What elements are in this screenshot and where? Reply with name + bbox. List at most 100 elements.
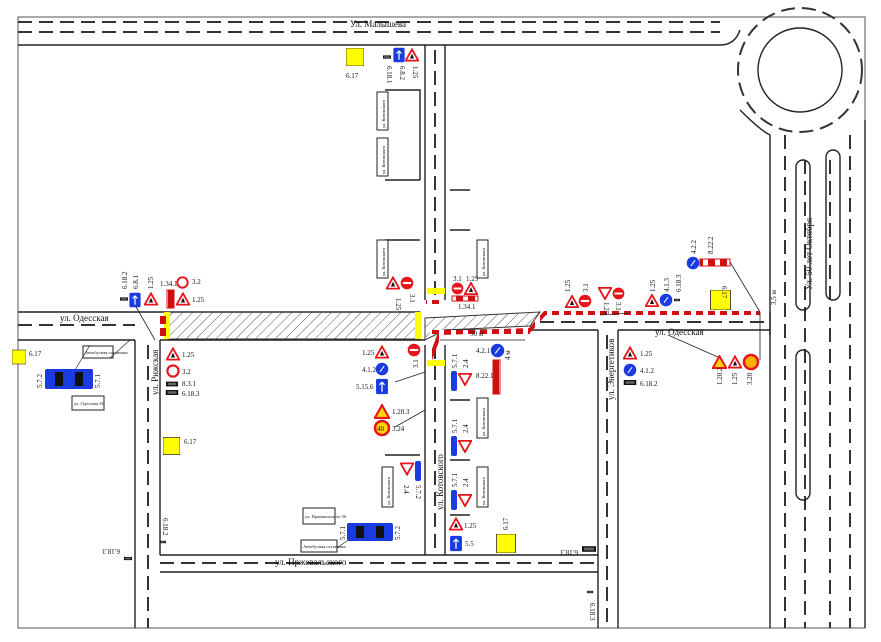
plate-6-18-3 (587, 590, 593, 594)
plate-6-18-2 (160, 540, 166, 544)
sign-5-15-6 (375, 378, 389, 395)
sign-3-2 (176, 276, 189, 289)
yield-sign-2-4 (400, 462, 414, 476)
sign-4-1-2 (623, 363, 637, 377)
street-label-rizhskaya: ул. Рижская (150, 350, 160, 395)
street-label-oktyabrya: Ул. 50 лет Октября (804, 218, 814, 290)
hatched-taper (424, 311, 542, 341)
hatched-closed-lane (167, 311, 421, 340)
box-przhevalskogo-56: ул. Пржевальского 56 (305, 514, 347, 519)
box-bus-stop-left: Автобусная остановка (85, 350, 128, 355)
plate-6-18-3 (165, 390, 179, 395)
sign-label: 3.1 (408, 294, 416, 303)
roadworks-sign-1-25 (449, 517, 463, 531)
sign-label: 6.18.2 (640, 380, 658, 388)
sign-label: 4.1.2 (640, 367, 655, 375)
sign-label: 1.25 (640, 350, 653, 358)
sign-5-7-2 (415, 461, 421, 481)
street-label-malysheva: Ул. Малышева (350, 19, 406, 29)
sign-6-8-2 (392, 47, 406, 63)
info-board-6-17 (163, 436, 180, 456)
sign-5-7-1 (451, 371, 457, 391)
yield-sign-2-4 (458, 373, 472, 386)
sign-label: 6.18.3 (182, 390, 200, 398)
roadworks-sign-1-25 (645, 294, 659, 307)
sign-label: 8.3.1 (182, 380, 197, 388)
roadworks-sign-1-25 (386, 276, 400, 290)
sign-label: 1.25 (731, 372, 739, 385)
plate-6-18-3 (674, 298, 680, 302)
sign-label: 1.25 (466, 275, 479, 283)
sign-label: 2.4 (402, 485, 410, 494)
work-zone: 50 м 4 м 3,5 м (160, 288, 778, 366)
sign-label: 4.2.2 (690, 240, 698, 255)
roadworks-sign-1-25 (565, 295, 579, 308)
sign-label: 3.2 (192, 278, 201, 286)
yellow-marking (427, 288, 445, 294)
sign-label: 3.24 (392, 425, 405, 433)
sign-1-34-1 (166, 289, 175, 309)
speed-limit-value: 40 (377, 425, 385, 433)
box-kotovskogo: ул. Котовского (381, 99, 386, 128)
sign-5-7-pair (347, 523, 393, 541)
road-rizhskaya: ул. Рижская (134, 340, 161, 628)
no-entry-sign-3-1 (612, 287, 625, 300)
signs: 6.17 6.18.1 6.8.2 1.25 6.18.2 6.8.1 1.25… (12, 47, 760, 621)
yellow-marking (415, 312, 421, 339)
plate-8-3-1 (166, 381, 178, 387)
sign-label: 6.18.3 (560, 548, 578, 556)
box-kotovskogo: ул. Котовского (481, 476, 486, 505)
roadworks-sign-1-25 (598, 287, 612, 300)
roadworks-sign-1-25 (176, 292, 190, 306)
sign-5-7-1 (451, 436, 457, 456)
no-entry-sign-3-1 (578, 294, 592, 308)
roadworks-sign-1-25 (375, 345, 389, 359)
sign-label: 5.7.1 (451, 419, 459, 434)
no-entry-sign-3-1 (407, 343, 421, 357)
street-label-energeticheskaya: ул. Энергетиков (606, 339, 616, 400)
sign-label: 1.25 (602, 302, 610, 315)
sign-label: 1.25 (394, 298, 402, 311)
sign-label: 6.18.3 (588, 603, 596, 621)
sign-label: 1.25 (362, 349, 375, 357)
sign-label: 1.25 (564, 279, 572, 292)
sign-label: 3.1 (614, 302, 622, 311)
sign-label: 1.25 (411, 66, 419, 79)
sign-label: 5.15.6 (356, 383, 374, 391)
sign-label: 5.7.1 (339, 526, 347, 541)
sign-label: 5.7.1 (94, 374, 102, 389)
sign-5-5 (449, 535, 463, 552)
dimension-50m: 50 м (470, 330, 484, 338)
street-label-odesskaya-right: ул. Одесская (655, 327, 704, 337)
sign-5-7-1 (451, 490, 457, 510)
sign-label: 5.7.2 (394, 526, 402, 541)
yellow-marking (164, 312, 170, 339)
sign-5-7-pair (45, 369, 93, 389)
sign-label: 6.18.1 (385, 66, 393, 84)
plate-6-18-2 (120, 297, 128, 301)
sign-label: 1.20.3 (392, 408, 410, 416)
street-label-przhevalskogo: ул. Пржевальского (275, 557, 347, 567)
sign-label: 6.8.1 (132, 275, 140, 290)
yield-sign-2-4 (458, 440, 472, 453)
sign-4-2-1 (490, 343, 505, 358)
sign-label: 4.1.3 (663, 278, 671, 293)
sign-3-20 (742, 353, 760, 371)
dimension-4m: 4 м (504, 350, 512, 360)
box-kotovskogo: ул. Котовского (386, 476, 391, 505)
road-50-let-oktyabrya: Ул. 50 лет Октября (719, 7, 866, 628)
sign-label: 4.2.1 (476, 347, 491, 355)
sign-label: 1.25 (147, 276, 155, 289)
barrier-line (430, 330, 530, 334)
road-odesskaya: ул. Одесская ул. Одесская (18, 311, 771, 341)
yield-sign-2-4 (458, 494, 472, 507)
barrier-line (426, 300, 444, 304)
sign-6-8-1 (128, 292, 142, 308)
box-bus-stop-bottom: Автобусная остановка (303, 544, 346, 549)
barrier-post (160, 328, 166, 336)
sign-label: 5.7.2 (414, 485, 422, 500)
sign-1-34-1 (451, 295, 479, 302)
sign-label: 3.1 (453, 275, 462, 283)
sign-3-2 (166, 364, 180, 378)
